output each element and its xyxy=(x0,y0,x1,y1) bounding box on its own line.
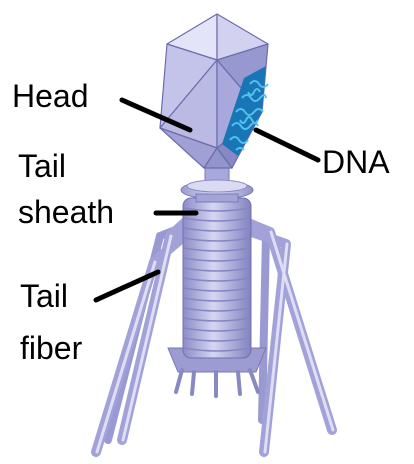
collar xyxy=(181,168,253,202)
dna-label: DNA xyxy=(322,144,390,180)
tail-fiber-label-line2: fiber xyxy=(20,330,82,366)
tail-sheath xyxy=(183,198,251,358)
dna-leader-line xyxy=(256,130,318,160)
tail-fiber-label-line1: Tail xyxy=(20,278,68,314)
tail-sheath-label-line2: sheath xyxy=(18,194,114,230)
head-label: Head xyxy=(12,78,89,114)
tail-sheath-label-line1: Tail xyxy=(18,148,66,184)
